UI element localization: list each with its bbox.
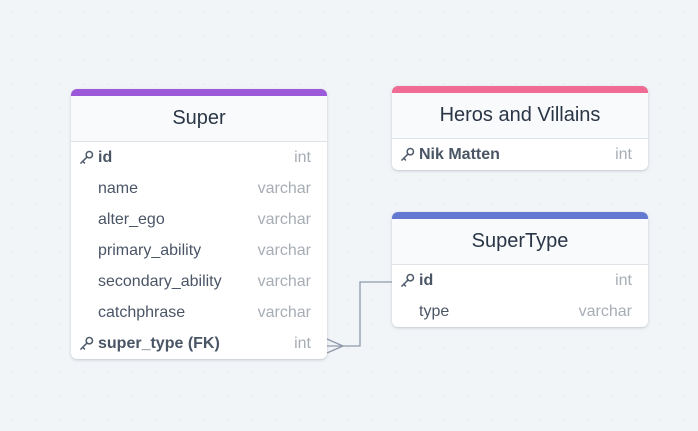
column-name: secondary_ability <box>98 272 222 290</box>
column-name: super_type (FK) <box>98 334 220 352</box>
column-type: varchar <box>257 210 311 228</box>
column-row-super-catchphrase[interactable]: catchphrase varchar <box>71 297 327 328</box>
key-icon <box>400 273 419 288</box>
column-row-supertype-id[interactable]: id int <box>392 265 648 296</box>
table-supertype-rows: id int type varchar <box>392 265 648 327</box>
table-heros-and-villains-accent <box>392 86 648 93</box>
column-row-super-secondary-ability[interactable]: secondary_ability varchar <box>71 266 327 297</box>
column-row-super-alter-ego[interactable]: alter_ego varchar <box>71 204 327 235</box>
column-type: int <box>294 334 311 352</box>
column-name: id <box>419 271 434 289</box>
column-name: name <box>98 179 139 197</box>
key-icon <box>79 336 98 351</box>
column-type: varchar <box>257 241 311 259</box>
column-name: alter_ego <box>98 210 165 228</box>
key-icon <box>79 150 98 165</box>
column-row-super-name[interactable]: name varchar <box>71 173 327 204</box>
column-type: int <box>294 148 311 166</box>
table-super[interactable]: Super id int name varchar alter_ego varc… <box>71 89 327 359</box>
column-type: varchar <box>257 179 311 197</box>
column-row-super-super-type-fk[interactable]: super_type (FK) int <box>71 328 327 359</box>
column-type: varchar <box>257 303 311 321</box>
table-heros-and-villains[interactable]: Heros and Villains Nik Matten int <box>392 86 648 170</box>
column-name: primary_ability <box>98 241 202 259</box>
column-type: varchar <box>578 302 632 320</box>
column-name: Nik Matten <box>419 145 500 163</box>
column-row-supertype-type[interactable]: type varchar <box>392 296 648 327</box>
column-row-super-id[interactable]: id int <box>71 142 327 173</box>
table-super-accent <box>71 89 327 96</box>
column-name: id <box>98 148 113 166</box>
table-supertype[interactable]: SuperType id int type varchar <box>392 212 648 327</box>
column-row-super-primary-ability[interactable]: primary_ability varchar <box>71 235 327 266</box>
key-icon <box>400 147 419 162</box>
column-type: varchar <box>257 272 311 290</box>
table-supertype-accent <box>392 212 648 219</box>
column-name: catchphrase <box>98 303 186 321</box>
table-super-title[interactable]: Super <box>71 96 327 142</box>
column-name: type <box>419 302 450 320</box>
column-type: int <box>615 271 632 289</box>
table-super-rows: id int name varchar alter_ego varchar pr… <box>71 142 327 359</box>
table-heros-and-villains-rows: Nik Matten int <box>392 139 648 170</box>
table-supertype-title[interactable]: SuperType <box>392 219 648 265</box>
table-heros-and-villains-title[interactable]: Heros and Villains <box>392 93 648 139</box>
column-type: int <box>615 145 632 163</box>
column-row-heros-nik-matten[interactable]: Nik Matten int <box>392 139 648 170</box>
